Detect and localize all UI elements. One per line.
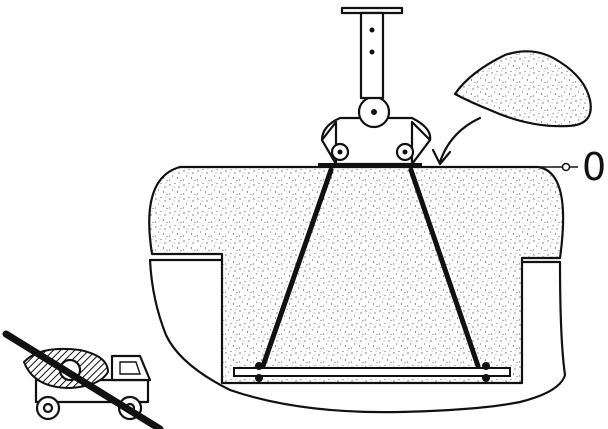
ground-outline <box>148 258 567 414</box>
level-zero-label: 0 <box>582 145 607 189</box>
level-marker <box>536 162 578 172</box>
concrete-pile-icon <box>431 50 592 166</box>
lifting-bracket-icon <box>320 95 432 166</box>
base-plate <box>233 362 511 382</box>
no-mixer-truck-icon <box>2 330 164 429</box>
concrete-slab <box>148 165 565 385</box>
support-post-icon <box>340 6 404 100</box>
